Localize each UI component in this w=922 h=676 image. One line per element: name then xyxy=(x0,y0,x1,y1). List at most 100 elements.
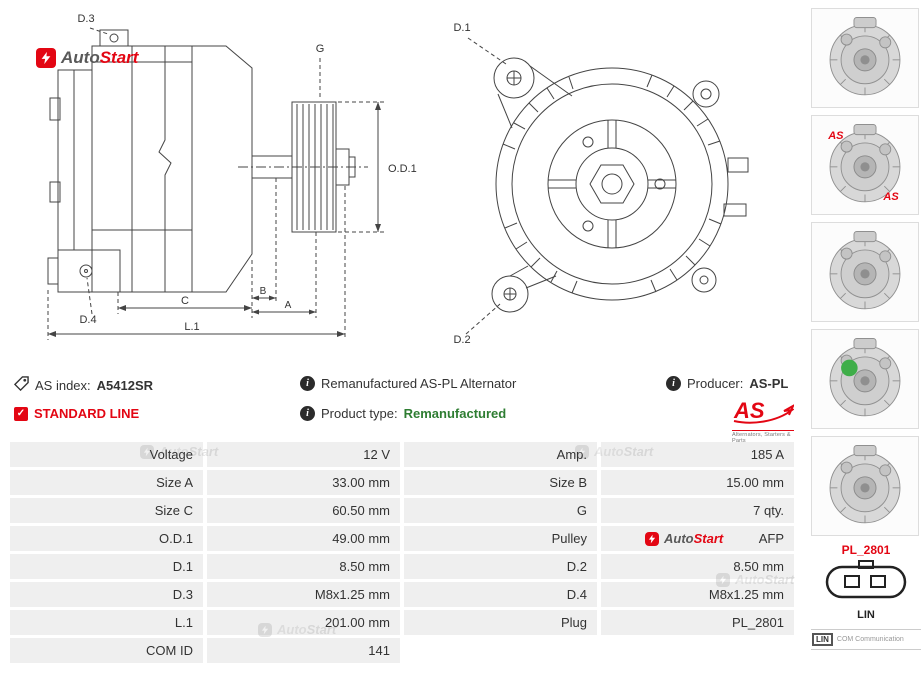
product-type-row: i Product type: Remanufactured xyxy=(300,406,506,421)
producer-row: i Producer: AS-PL xyxy=(666,376,788,391)
autostart-logo: AutoStart xyxy=(36,48,138,68)
autostart-watermark: AutoStart xyxy=(140,444,218,459)
aspl-tagline: Alternators, Starters & Parts xyxy=(732,430,794,444)
autostart-bolt-icon xyxy=(716,572,730,587)
table-row: D.1 8.50 mm D.2 8.50 mm xyxy=(10,554,794,579)
spec-value: 33.00 mm xyxy=(207,470,400,495)
aspl-logo: AS Alternators, Starters & Parts xyxy=(732,398,796,444)
check-icon: ✓ xyxy=(14,406,28,421)
autostart-watermark-colored: AutoStart xyxy=(645,531,723,546)
spec-label: Size A xyxy=(10,470,203,495)
producer-value: AS-PL xyxy=(749,376,789,391)
connector-icon xyxy=(825,560,907,599)
spec-value: PL_2801 xyxy=(601,610,794,635)
plug-connector-diagram xyxy=(811,559,921,608)
spec-label: G xyxy=(404,498,597,523)
spec-value: 185 A xyxy=(601,442,794,467)
autostart-bolt-icon xyxy=(258,622,272,637)
dim-label-d4: D.4 xyxy=(79,314,96,326)
svg-text:AS: AS xyxy=(733,398,765,423)
spec-value: 60.50 mm xyxy=(207,498,400,523)
product-photo-3[interactable] xyxy=(811,222,919,322)
spec-label: Plug xyxy=(404,610,597,635)
spec-label: Size B xyxy=(404,470,597,495)
spec-value-empty xyxy=(601,638,794,663)
dim-label-d2: D.2 xyxy=(453,334,470,346)
dim-label-g: G xyxy=(316,43,325,55)
info-icon: i xyxy=(300,406,315,421)
dim-label-d1: D.1 xyxy=(453,22,470,34)
table-row: Size C 60.50 mm G 7 qty. xyxy=(10,498,794,523)
autostart-bolt-icon xyxy=(575,444,589,459)
spec-value: 7 qty. xyxy=(601,498,794,523)
producer-label: Producer: xyxy=(687,376,744,391)
standard-line-row: ✓ STANDARD LINE xyxy=(14,406,139,421)
spec-label: L.1 xyxy=(10,610,203,635)
spec-label-empty xyxy=(404,638,597,663)
info-icon: i xyxy=(300,376,315,391)
autostart-watermark: AutoStart xyxy=(258,622,336,637)
svg-text:AS: AS xyxy=(827,130,844,142)
spec-value: 49.00 mm xyxy=(207,526,400,551)
spec-value: AFP xyxy=(601,526,794,551)
autostart-bolt-icon xyxy=(36,48,56,68)
product-photo-5[interactable] xyxy=(811,436,919,536)
as-index-row: AS index: A5412SR xyxy=(13,376,154,394)
table-row: D.3 M8x1.25 mm D.4 M8x1.25 mm xyxy=(10,582,794,607)
autostart-watermark: AutoStart xyxy=(575,444,653,459)
spec-label: Amp. xyxy=(404,442,597,467)
product-photo-2[interactable]: AS AS xyxy=(811,115,919,215)
info-icon: i xyxy=(666,376,681,391)
dim-label-l1: L.1 xyxy=(184,321,199,333)
table-row: COM ID 141 xyxy=(10,638,794,663)
product-photos-sidebar: AS AS PL_2801 LIN LIN xyxy=(811,8,921,650)
table-row: O.D.1 49.00 mm Pulley AFP xyxy=(10,526,794,551)
table-row: Voltage 12 V Amp. 185 A xyxy=(10,442,794,467)
description-row: i Remanufactured AS-PL Alternator xyxy=(300,376,516,391)
product-type-label: Product type: xyxy=(321,406,398,421)
description-text: Remanufactured AS-PL Alternator xyxy=(321,376,517,391)
autostart-bolt-icon xyxy=(140,444,154,459)
alternator-photo-icon xyxy=(829,231,901,310)
spec-value: M8x1.25 mm xyxy=(207,582,400,607)
spec-value: 12 V xyxy=(207,442,400,467)
spec-label: D.4 xyxy=(404,582,597,607)
autostart-bolt-icon xyxy=(645,531,659,546)
svg-text:AS: AS xyxy=(882,191,899,203)
spec-table: Voltage 12 V Amp. 185 A Size A 33.00 mm … xyxy=(10,442,794,663)
spec-label: COM ID xyxy=(10,638,203,663)
technical-drawing-svg: D.3 G O.D.1 D.4 C B A L.1 D.1 D.2 xyxy=(47,13,749,346)
spec-label: O.D.1 xyxy=(10,526,203,551)
dim-label-c: C xyxy=(181,295,189,307)
plug-name: LIN xyxy=(857,609,875,621)
plug-footer: LIN COM Communication xyxy=(811,629,921,650)
dim-label-b: B xyxy=(260,286,267,297)
spec-value: 8.50 mm xyxy=(601,554,794,579)
alternator-photo-icon xyxy=(829,17,901,96)
plug-code: PL_2801 xyxy=(841,543,891,557)
product-photo-1[interactable] xyxy=(811,8,919,108)
table-row: Size A 33.00 mm Size B 15.00 mm xyxy=(10,470,794,495)
autostart-wordmark: AutoStart xyxy=(61,48,139,67)
alternator-photo-icon xyxy=(829,445,901,524)
plug-footer-lin-badge: LIN xyxy=(812,633,833,646)
alternator-foil-photo-icon: AS AS xyxy=(827,124,901,203)
product-photo-4[interactable] xyxy=(811,329,919,429)
as-index-value: A5412SR xyxy=(96,377,154,393)
spec-value: 15.00 mm xyxy=(601,470,794,495)
aspl-logo-icon: AS xyxy=(733,398,796,424)
spec-value: 8.50 mm xyxy=(207,554,400,579)
dim-label-a: A xyxy=(285,300,292,311)
autostart-watermark: AutoStart xyxy=(716,572,794,587)
dim-label-d3: D.3 xyxy=(77,13,94,25)
standard-line-label: STANDARD LINE xyxy=(34,406,140,421)
spec-label: D.3 xyxy=(10,582,203,607)
spec-label: Pulley xyxy=(404,526,597,551)
spec-value: M8x1.25 mm xyxy=(601,582,794,607)
spec-label: D.2 xyxy=(404,554,597,579)
as-index-label: AS index: xyxy=(35,377,91,393)
tag-icon xyxy=(13,376,29,394)
alternator-green-label-photo-icon xyxy=(829,338,901,417)
spec-label: D.1 xyxy=(10,554,203,579)
